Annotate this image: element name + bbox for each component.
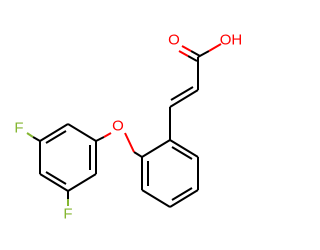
carbonyl-bond-red-a	[181, 45, 192, 52]
ether-bond-right-red	[124, 132, 135, 153]
ring-left-bond-1	[67, 123, 97, 142]
acrylic-acid-chain	[169, 43, 222, 140]
fluorine-top-label: F	[14, 120, 23, 137]
fluorine-bottom-label: F	[63, 206, 72, 223]
ring-left-double-2	[45, 171, 67, 185]
hydroxyl-bond-black	[197, 50, 210, 58]
benzene-ring-right	[141, 139, 199, 208]
cf-bond-top-black	[32, 136, 41, 142]
carbonyl-bond-red-b	[178, 50, 189, 57]
hydroxyl-label: OH	[220, 32, 243, 49]
alkene-bond-inner	[170, 86, 194, 101]
ring-right-bond-4	[141, 189, 171, 208]
hydroxyl-bond-red	[208, 43, 222, 52]
ring-left-bond-4	[39, 173, 69, 192]
benzene-ring-left	[26, 123, 97, 206]
carbonyl-oxygen-label: O	[168, 32, 180, 49]
ring-left-bond-2	[39, 123, 69, 142]
carbonyl-bond-black-b	[187, 55, 198, 62]
carbonyl-bond-black-a	[190, 50, 201, 57]
ring-left-bond-5	[67, 173, 97, 192]
ether-bond-right-black	[133, 151, 143, 158]
ring-left-double-1	[45, 130, 67, 144]
alkene-bond	[169, 89, 199, 108]
ring-right-double-2	[171, 187, 193, 201]
ether-oxygen-label: O	[112, 118, 124, 135]
cf-bond-top-green	[26, 132, 34, 138]
ring-right-bond-6	[141, 139, 171, 158]
ring-right-bond-3	[169, 189, 199, 208]
ring-right-bond-1	[169, 139, 199, 158]
ether-bond-left-black	[95, 136, 105, 142]
ether-bond-left-red	[103, 132, 112, 138]
ether-linkage	[95, 132, 143, 158]
structure-diagram: O OH O F F	[14, 32, 243, 223]
ring-right-double-1	[171, 146, 193, 160]
